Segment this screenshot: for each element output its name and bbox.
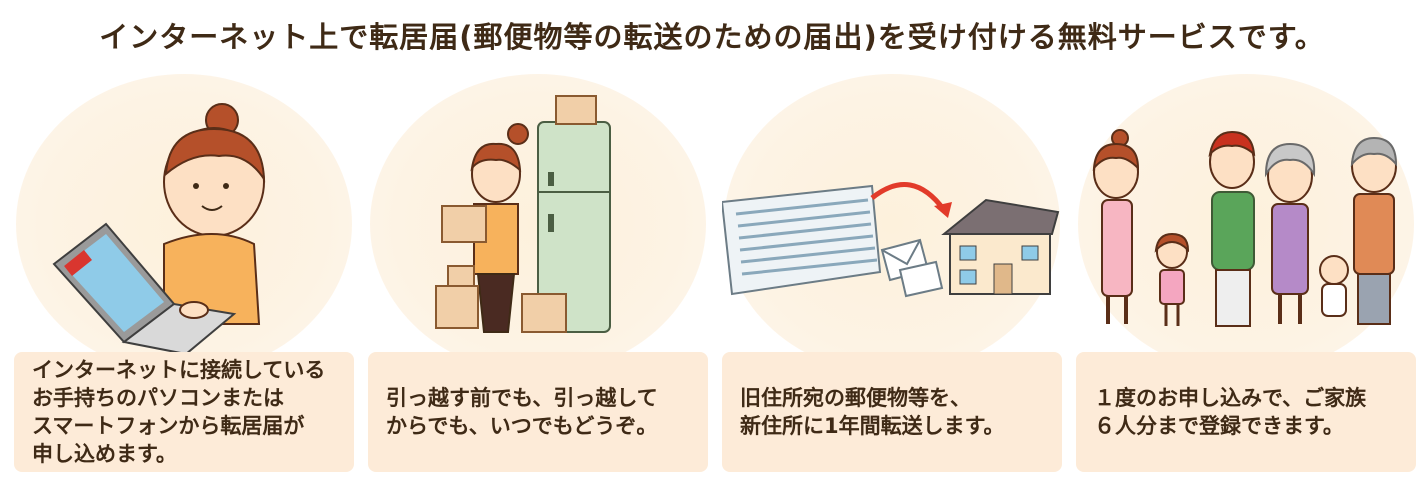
feature-caption: １度のお申し込みで、ご家族 ６人分まで登録できます。 [1076, 352, 1416, 472]
feature-panel-family: １度のお申し込みで、ご家族 ６人分まで登録できます。 [1076, 74, 1416, 474]
woman-with-laptop-illustration [52, 103, 266, 356]
woman-moving-boxes-illustration [435, 95, 611, 333]
family-of-six-illustration [1092, 129, 1398, 327]
service-headline: インターネット上で転居届(郵便物等の転送のための届出)を受け付ける無料サービスで… [99, 20, 1325, 54]
feature-panel-online: インターネットに接続している お手持ちのパソコンまたは スマートフォンから転居届… [14, 74, 354, 474]
feature-caption: インターネットに接続している お手持ちのパソコンまたは スマートフォンから転居届… [14, 352, 354, 472]
feature-panel-forwarding: 旧住所宛の郵便物等を、 新住所に1年間転送します。 [722, 74, 1062, 474]
feature-caption: 引っ越す前でも、引っ越して からでも、いつでもどうぞ。 [368, 352, 708, 472]
feature-panel-anytime: 引っ越す前でも、引っ越して からでも、いつでもどうぞ。 [368, 74, 708, 474]
feature-caption: 旧住所宛の郵便物等を、 新住所に1年間転送します。 [722, 352, 1062, 472]
mail-forwarding-illustration [722, 182, 1060, 298]
